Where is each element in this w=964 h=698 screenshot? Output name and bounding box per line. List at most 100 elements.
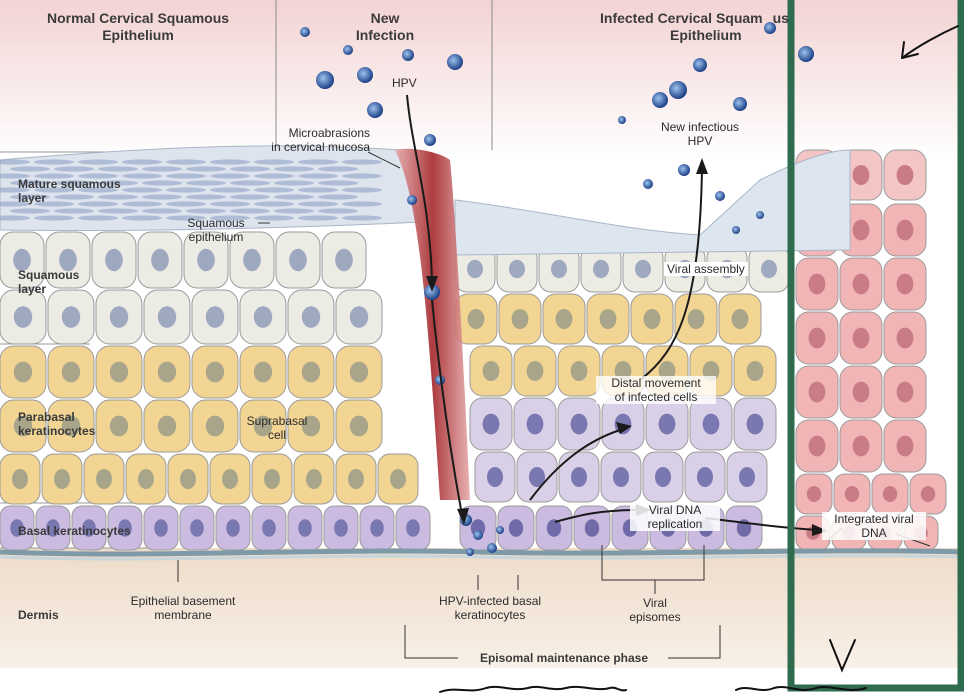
microabrasions-line2: in cervical mucosa [180, 140, 370, 154]
hpv-virion [447, 54, 463, 70]
layer-mature-line2: layer [18, 191, 121, 205]
parabasal-cell-nucleus [54, 469, 70, 489]
squamous-cell-nucleus [14, 306, 32, 328]
flat-squame [34, 159, 74, 164]
squamous-cell-nucleus [335, 249, 353, 271]
flat-squame [122, 187, 162, 192]
koilocyte-cell-nucleus [600, 309, 617, 329]
squamous-cell-nucleus [158, 306, 176, 328]
parabasal-cell-nucleus [348, 469, 364, 489]
layer-label-basal: Basal keratinocytes [18, 524, 131, 538]
infected-basal-cell-nucleus [509, 519, 523, 537]
koilocyte-cell-nucleus [732, 309, 749, 329]
flat-squame [210, 201, 250, 206]
hpv-virion [357, 67, 373, 83]
hpv-virion [756, 211, 764, 219]
hpv-virion [678, 164, 690, 176]
flat-squame [142, 180, 182, 185]
flat-squame [142, 194, 182, 199]
infected-parabasal-cell-nucleus [571, 414, 588, 435]
flat-squame [318, 208, 358, 213]
hpv-virion [733, 97, 747, 111]
label-basement-membrane: Epithelial basement membrane [128, 594, 238, 622]
integrated-line1: Integrated viral [822, 512, 926, 526]
flat-squame [142, 166, 182, 171]
koilocyte-cell-nucleus [512, 309, 529, 329]
squamous-cell-nucleus [289, 249, 307, 271]
flat-squame [298, 159, 338, 164]
infected-squamous-cell-nucleus [635, 260, 651, 278]
flat-squame [318, 180, 358, 185]
integrated-line2: DNA [822, 526, 926, 540]
koilocyte-cell-nucleus [688, 309, 705, 329]
label-viral-dna-replication: Viral DNA replication [630, 503, 720, 531]
flat-squame [298, 187, 338, 192]
suprabasal-line2: cell [232, 428, 322, 442]
flat-squame [98, 208, 138, 213]
layer-parabasal-line1: Parabasal [18, 410, 95, 424]
flat-squame [186, 208, 226, 213]
squamous-cell-nucleus [302, 306, 320, 328]
parabasal-cell-nucleus [158, 362, 176, 383]
header-new-line2: Infection [300, 27, 470, 44]
infected-parabasal-cell-nucleus [747, 414, 764, 435]
squamous-cell-nucleus [62, 306, 80, 328]
parabasal-cell-nucleus [350, 362, 368, 383]
hpv-infected-line1: HPV-infected basal [430, 594, 550, 608]
flat-squame [54, 166, 94, 171]
parabasal-cell-nucleus [180, 469, 196, 489]
flat-squame [254, 187, 294, 192]
header-new-infection: New Infection [300, 10, 470, 44]
neoplastic-cell-nucleus [809, 274, 826, 295]
hpv-virion [669, 81, 687, 99]
flat-squame [186, 180, 226, 185]
parabasal-cell-nucleus [206, 362, 224, 383]
squamous-cell-nucleus [110, 306, 128, 328]
flat-squame [342, 159, 382, 164]
hpv-virion [693, 58, 707, 72]
neoplastic-cell-nucleus [809, 436, 826, 457]
parabasal-cell-nucleus [14, 362, 32, 383]
parabasal-cell-nucleus [302, 362, 320, 383]
neoplastic-cell-nucleus [897, 220, 914, 241]
viral-dna-line1: Viral DNA [630, 503, 720, 517]
infected-parabasal-cell-nucleus [487, 467, 503, 487]
flat-squame [54, 208, 94, 213]
infected-parabasal-cell-nucleus [571, 467, 587, 487]
flat-squame [122, 159, 162, 164]
neoplastic-cell-nucleus [853, 382, 870, 403]
flat-squame [210, 173, 250, 178]
flat-squame [142, 208, 182, 213]
infected-basal-cell-nucleus [585, 519, 599, 537]
basal-cell-nucleus [298, 519, 312, 537]
header-normal-line1: Normal Cervical Squamous [8, 10, 268, 27]
neoplastic-cell-nucleus [897, 165, 914, 185]
flat-squame [254, 215, 294, 220]
squamous-epithelium-line2: epithelium [176, 230, 256, 244]
neoplastic-cell-nucleus [897, 328, 914, 349]
parabasal-cell-nucleus [110, 362, 128, 383]
flat-squame [274, 208, 314, 213]
parabasal-cell-nucleus [390, 469, 406, 489]
basal-cell-nucleus [226, 519, 240, 537]
header-infected-epithelium: Infected Cervical Squamus Epithelium [600, 10, 830, 44]
parabasal-cell-nucleus [222, 469, 238, 489]
neoplastic-cell-nucleus [853, 436, 870, 457]
parabasal-cell-nucleus [138, 469, 154, 489]
header-infected-part1: Infected Cervical Squam [600, 10, 763, 26]
basal-cell-nucleus [334, 519, 348, 537]
infected-parabasal-cell-nucleus [483, 414, 500, 435]
header-infected-line1: Infected Cervical Squamus [600, 10, 830, 27]
hpv-virion [316, 71, 334, 89]
flat-squame [166, 201, 206, 206]
neoplastic-cell-nucleus [853, 220, 870, 241]
layer-parabasal-line2: keratinocytes [18, 424, 95, 438]
flat-squame [166, 159, 206, 164]
flat-squame [342, 215, 382, 220]
label-squamous-epithelium: Squamous epithelium [176, 216, 256, 244]
neoplastic-cell-nucleus [853, 274, 870, 295]
parabasal-cell-nucleus [96, 469, 112, 489]
basal-cell-nucleus [262, 519, 276, 537]
flat-squame [318, 166, 358, 171]
